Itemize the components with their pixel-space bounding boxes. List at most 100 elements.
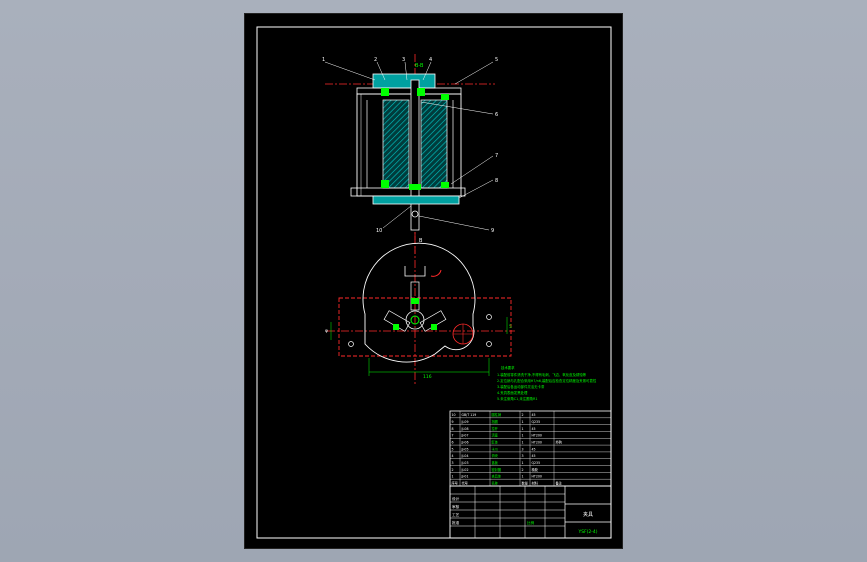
parts-cell: GB/T 119 — [462, 413, 477, 417]
seal-bottom-right — [441, 182, 449, 188]
parts-cell: 2 — [522, 468, 524, 472]
parts-cell: 夹具体 — [492, 474, 502, 479]
parts-cell: 3 — [522, 447, 524, 451]
centre-bore — [410, 315, 420, 325]
balloon-2: 2 — [374, 57, 377, 63]
note-line-1: 1.装配前零件清洗干净,不得有毛刺、飞边、氧化皮及锈蚀等 — [497, 372, 587, 377]
parts-cell: JJ-01 — [461, 475, 469, 479]
bottom-flange — [372, 195, 460, 205]
balloon-7: 7 — [495, 153, 498, 159]
parts-header-cell: 名称 — [492, 480, 499, 485]
parts-cell: Q235 — [532, 420, 541, 424]
jaw-left-detail — [393, 324, 399, 330]
parts-cell: 滑块 — [492, 453, 499, 458]
parts-cell: 卡爪 — [492, 446, 499, 451]
parts-cell: 6 — [452, 440, 454, 444]
dim-left-value: φ — [325, 329, 328, 334]
note-line-2: 2.定位销与孔配合采用H7/n6,装配后应检查定位精度及夹紧可靠性 — [497, 378, 597, 383]
title-block-frame — [449, 485, 612, 539]
parts-cell: 8 — [452, 427, 454, 431]
parts-header-cell: 数量 — [522, 480, 529, 485]
dim-right-value: 5 — [509, 324, 512, 330]
parts-cell: 盖板 — [492, 460, 499, 465]
pull-rod — [410, 79, 420, 231]
parts-cell: 3 — [452, 461, 454, 465]
drawing-title: 夹具 — [583, 511, 593, 518]
piston-right-hatch — [420, 99, 448, 189]
base-plate — [350, 187, 466, 197]
parts-cell: Q235 — [532, 461, 541, 465]
leader-6 — [420, 101, 494, 115]
parts-cell: HT200 — [532, 440, 542, 444]
parts-cell: JJ-08 — [461, 427, 469, 431]
centre-hub — [405, 310, 425, 330]
parts-cell: JJ-07 — [461, 434, 469, 438]
parts-cell: 2 — [452, 468, 454, 472]
upper-flange — [356, 87, 462, 95]
leader-4 — [422, 61, 432, 81]
parts-cell: 9 — [452, 420, 454, 424]
mount-hole-left — [348, 341, 354, 347]
parts-cell: 缸体 — [492, 439, 499, 444]
base-outline — [338, 297, 512, 357]
tb-label-design: 设计 — [452, 496, 460, 501]
title-block: 设计 审核 工艺 批准 比例 夹具 YSF(2-4) — [449, 485, 612, 539]
notes-title: 技术要求 — [501, 365, 515, 370]
seal-top-mid — [417, 88, 425, 96]
tb-label-approve: 批准 — [452, 520, 460, 525]
parts-cell: 密封圈 — [492, 467, 502, 472]
technical-notes: 技术要求 1.装配前零件清洗干净,不得有毛刺、飞边、氧化皮及锈蚀等 2.定位销与… — [497, 365, 597, 401]
parts-cell: 外购 — [556, 439, 562, 444]
parts-cell: 1 — [522, 434, 524, 438]
parts-cell: 挡圈 — [492, 419, 498, 424]
parts-cell: 7 — [452, 434, 454, 438]
parts-cell: 4 — [452, 454, 454, 458]
parts-cell: 3 — [522, 454, 524, 458]
balloon-4: 4 — [429, 57, 432, 63]
leader-8 — [458, 179, 494, 199]
leader-10 — [382, 205, 412, 229]
parts-table-frame — [449, 410, 612, 487]
parts-cell: JJ-09 — [461, 420, 469, 424]
parts-cell: 2 — [522, 413, 524, 417]
seal-bottom-mid — [409, 184, 421, 190]
parts-cell: 45 — [532, 447, 536, 451]
parts-cell: 1 — [522, 440, 524, 444]
balloon-6: 6 — [495, 112, 498, 118]
parts-cell: 1 — [522, 475, 524, 479]
top-red-arc — [430, 269, 442, 277]
parts-cell: HT200 — [532, 475, 542, 479]
leader-1 — [324, 61, 376, 81]
leader-9 — [418, 215, 490, 231]
parts-header-cell: 材料 — [532, 480, 539, 485]
parts-cell: 圆柱销 — [492, 412, 502, 417]
balloon-1: 1 — [322, 57, 325, 63]
parts-cell: 橡胶 — [532, 467, 539, 472]
drawing-number: YSF(2-4) — [577, 529, 597, 535]
parts-cell: 45 — [532, 413, 536, 417]
leader-3 — [404, 61, 408, 81]
leader-5 — [454, 61, 494, 85]
parts-cell: 5 — [452, 447, 454, 451]
top-notch — [404, 266, 426, 277]
tb-label-process: 工艺 — [452, 512, 460, 517]
jaw-top-detail — [411, 298, 419, 304]
section-label: B-B — [415, 63, 424, 69]
seal-top-right — [441, 94, 449, 100]
parts-header-cell: 备注 — [556, 480, 563, 485]
rod-end-pin — [411, 210, 419, 218]
section-view — [324, 54, 495, 254]
parts-cell: JJ-02 — [461, 468, 469, 472]
plan-view — [327, 232, 515, 386]
cover-plate — [372, 73, 436, 89]
balloon-9: 9 — [491, 228, 494, 234]
leader-7 — [450, 155, 494, 185]
parts-cell: 1 — [452, 475, 454, 479]
parts-cell: JJ-05 — [461, 447, 469, 451]
piston-left-hatch — [382, 99, 410, 189]
note-line-3: 3.装配后各运动部件灵活无卡滞 — [497, 384, 545, 389]
tb-label-review: 审核 — [452, 504, 460, 509]
note-line-5: 5.未注倒角C1,未注圆角R1 — [497, 396, 537, 401]
view-arrow-label: B — [419, 238, 423, 244]
parts-cell: 拉杆 — [492, 426, 499, 431]
